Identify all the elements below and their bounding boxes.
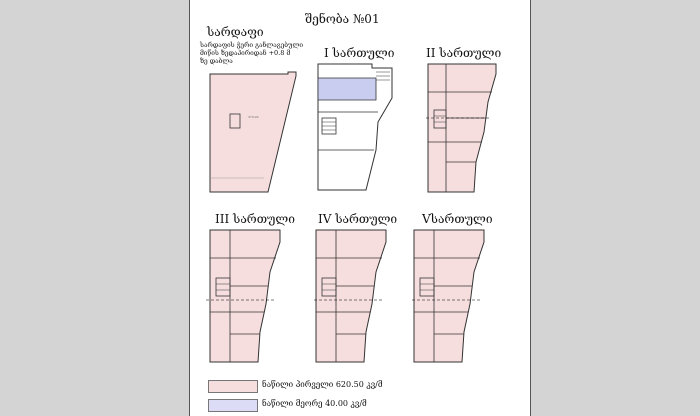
floor-5-plan xyxy=(412,229,485,363)
basement-heading: სარდაფი xyxy=(207,25,264,39)
floor-3-plan xyxy=(206,229,281,363)
sheet-title: შენობა №01 xyxy=(305,12,380,26)
svg-text:370.00: 370.00 xyxy=(248,115,259,119)
legend-swatch-part-2 xyxy=(208,399,258,412)
basement-note-2: მიწის ზედაპირიდან +0.8 მ xyxy=(200,49,291,57)
basement-note-3: ზე დაბლა xyxy=(200,57,233,65)
floor-1-plan xyxy=(317,63,393,191)
floor-1-label: I სართული xyxy=(324,46,395,60)
floor-4-plan xyxy=(314,229,387,363)
floor-4-label: IV სართული xyxy=(318,212,398,226)
legend-part-2: ნაწილი მეორე 40.00 კვ/მ xyxy=(262,399,367,408)
basement-note-1: სარდაფის ჭერი განლაგებული xyxy=(200,41,304,49)
floor-5-label: Vსართული xyxy=(422,212,493,226)
basement-plan: 370.00 xyxy=(209,71,297,193)
legend-swatch-part-1 xyxy=(208,380,258,393)
floor-3-label: III სართული xyxy=(215,212,295,226)
legend-part-1: ნაწილი პირველი 620.50 კვ/მ xyxy=(262,380,383,389)
floor-2-label: II სართული xyxy=(426,46,502,60)
floor-2-plan xyxy=(426,63,497,193)
drawing-sheet: შენობა №01 სარდაფი სარდაფის ჭერი განლაგე… xyxy=(189,0,531,416)
